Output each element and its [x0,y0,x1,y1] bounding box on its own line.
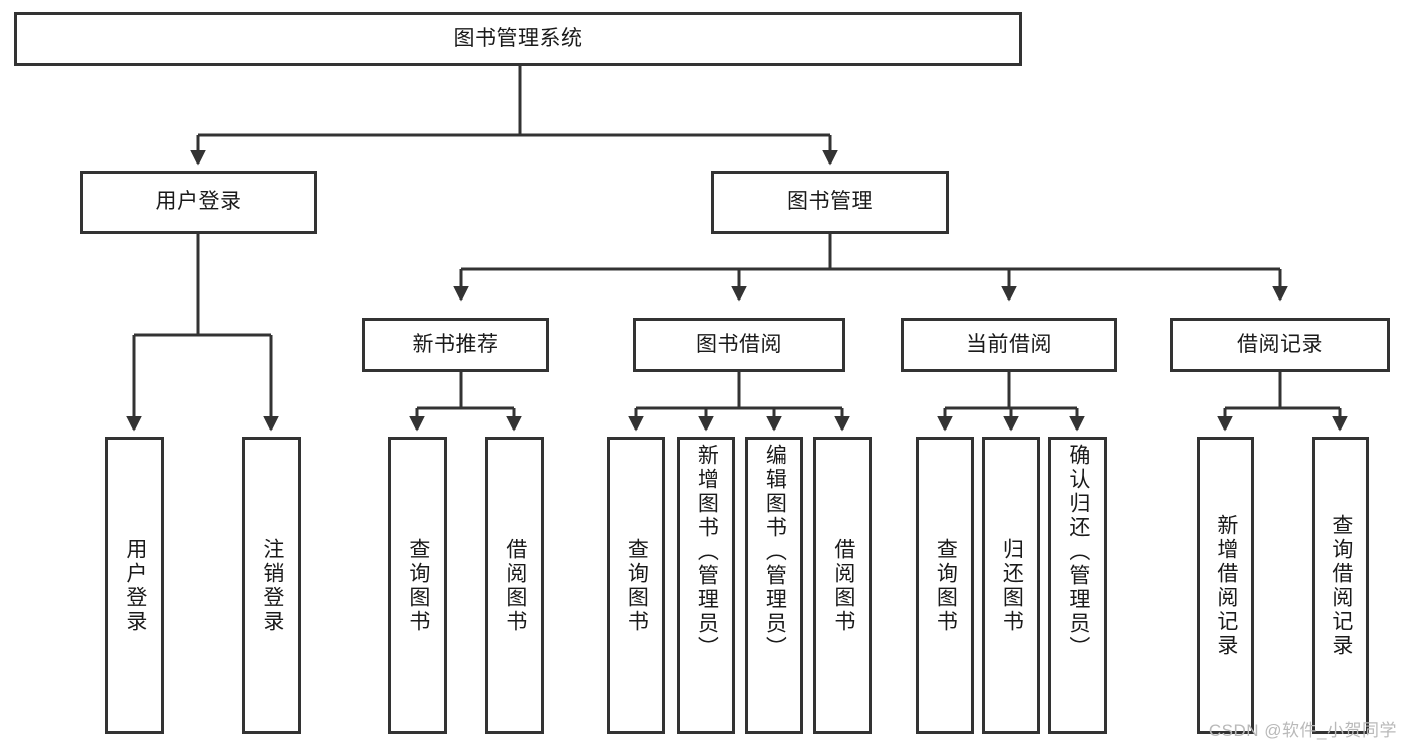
leaf-user-login-1[interactable]: 注销登录 [242,437,301,734]
leaf-book-borrow-0[interactable]: 查询图书 [607,437,665,734]
node-root[interactable]: 图书管理系统 [14,12,1022,66]
node-borrow-record[interactable]: 借阅记录 [1170,318,1390,372]
leaf-current-borrow-2-label: 确认归还（管理员） [1066,444,1090,660]
node-borrow-record-label: 借阅记录 [1237,332,1323,356]
leaf-book-borrow-1-label: 新增图书（管理员） [695,444,719,660]
node-user-login[interactable]: 用户登录 [80,171,317,234]
leaf-new-book-0-label: 查询图书 [406,537,430,634]
leaf-current-borrow-2[interactable]: 确认归还（管理员） [1048,437,1107,734]
node-book-borrow[interactable]: 图书借阅 [633,318,845,372]
leaf-book-borrow-3[interactable]: 借阅图书 [813,437,872,734]
leaf-user-login-0[interactable]: 用户登录 [105,437,164,734]
leaf-book-borrow-0-label: 查询图书 [625,537,649,634]
leaf-current-borrow-1-label: 归还图书 [1000,537,1024,634]
node-book-borrow-label: 图书借阅 [696,332,782,356]
node-book-manage-label: 图书管理 [787,190,873,214]
node-new-book-recommend-label: 新书推荐 [412,332,499,356]
leaf-current-borrow-0-label: 查询图书 [934,537,958,634]
leaf-book-borrow-3-label: 借阅图书 [831,537,855,634]
leaf-book-borrow-2-label: 编辑图书（管理员） [763,444,787,660]
node-current-borrow-label: 当前借阅 [966,332,1052,356]
leaf-new-book-0[interactable]: 查询图书 [388,437,447,734]
leaf-book-borrow-1[interactable]: 新增图书（管理员） [677,437,735,734]
node-new-book-recommend[interactable]: 新书推荐 [362,318,549,372]
leaf-book-borrow-2[interactable]: 编辑图书（管理员） [745,437,803,734]
leaf-new-book-1[interactable]: 借阅图书 [485,437,544,734]
leaf-new-book-1-label: 借阅图书 [503,537,527,634]
leaf-borrow-record-0-label: 新增借阅记录 [1214,513,1238,658]
node-book-manage[interactable]: 图书管理 [711,171,949,234]
node-root-label: 图书管理系统 [453,26,583,50]
leaf-current-borrow-0[interactable]: 查询图书 [916,437,974,734]
leaf-borrow-record-0[interactable]: 新增借阅记录 [1197,437,1254,734]
node-current-borrow[interactable]: 当前借阅 [901,318,1117,372]
leaf-borrow-record-1[interactable]: 查询借阅记录 [1312,437,1369,734]
leaf-user-login-0-label: 用户登录 [123,537,147,634]
leaf-current-borrow-1[interactable]: 归还图书 [982,437,1040,734]
node-user-login-label: 用户登录 [155,190,242,214]
leaf-borrow-record-1-label: 查询借阅记录 [1329,513,1353,658]
leaf-user-login-1-label: 注销登录 [260,537,284,634]
